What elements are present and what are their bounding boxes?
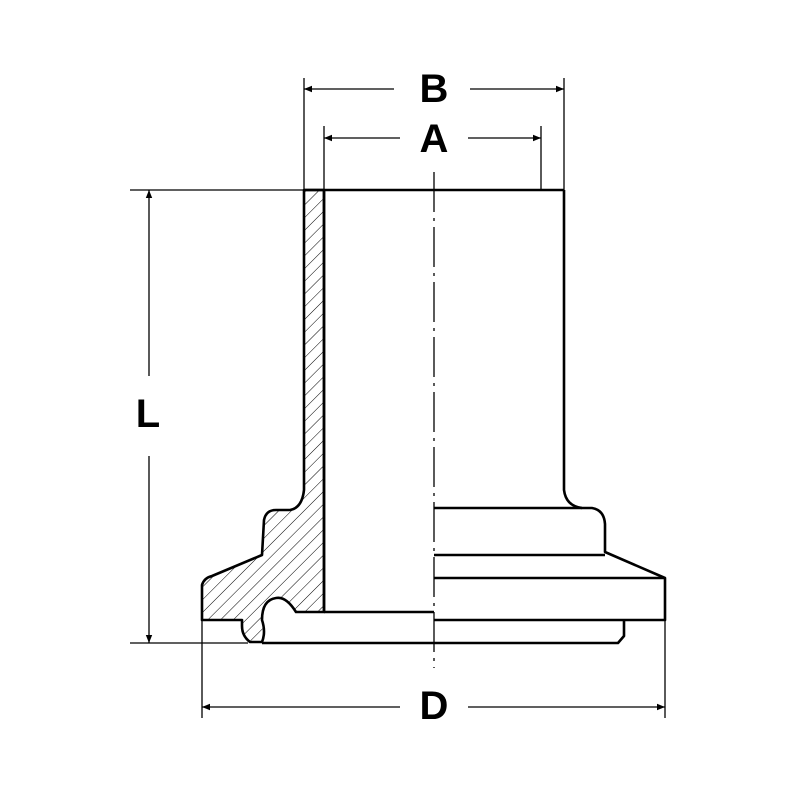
dimension-label-a: A <box>413 119 455 159</box>
dimension-label-l: L <box>129 394 167 434</box>
exterior-profile <box>434 190 667 622</box>
dimension-label-b: B <box>413 69 455 109</box>
dimension-lines <box>145 85 665 711</box>
section-hatch <box>200 188 326 644</box>
dimension-label-d: D <box>413 686 455 726</box>
visible-edges <box>324 506 665 614</box>
extension-lines <box>130 78 666 718</box>
